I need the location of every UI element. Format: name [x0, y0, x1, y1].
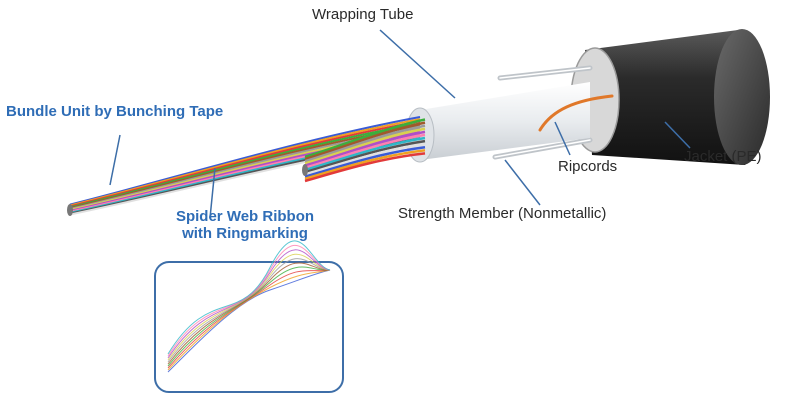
ribbon-fiber-curve	[167, 249, 331, 359]
leader-wrapping-tube	[379, 29, 456, 99]
fiber-strand	[304, 133, 426, 170]
label-spider-web-ribbon: Spider Web Ribbon with Ringmarking	[150, 208, 340, 242]
label-bundle-unit: Bundle Unit by Bunching Tape	[6, 103, 224, 120]
fiber-strand	[69, 116, 421, 206]
label-strength-member: Strength Member (Nonmetallic)	[398, 205, 607, 222]
ribbon-fiber-curve	[167, 269, 331, 373]
fiber-strand	[304, 127, 426, 165]
strength-members	[492, 65, 593, 160]
fiber-strand	[304, 145, 426, 178]
ribbon-fiber-curve	[167, 269, 331, 371]
fiber-strand	[304, 142, 426, 176]
fiber-strand	[69, 120, 421, 208]
ribbon-fiber-curve	[167, 240, 331, 355]
fiber-bundles	[67, 116, 426, 216]
fiber-strand	[304, 121, 426, 161]
label-wrapping-tube: Wrapping Tube	[312, 6, 414, 23]
fiber-strand	[69, 118, 421, 207]
ribbon-fiber-curve	[167, 266, 331, 367]
spider-web-ribbon-inset	[154, 240, 344, 393]
fiber-strand	[304, 139, 426, 174]
leader-bundle-unit	[109, 134, 121, 186]
ripcord	[538, 94, 614, 132]
ribbon-fiber-curve	[167, 258, 331, 363]
leader-ripcords	[554, 121, 571, 156]
bundle-tip	[67, 204, 73, 216]
fiber-strand	[304, 136, 426, 172]
ribbon-fiber-curve	[167, 253, 331, 361]
fiber-strand	[304, 118, 426, 159]
leader-spider-web	[209, 167, 216, 219]
bundle-tip	[302, 164, 308, 176]
label-ripcords: Ripcords	[558, 158, 618, 175]
fiber-strand	[304, 130, 426, 167]
ribbon-fiber-curve	[167, 262, 331, 365]
label-jacket: Jacket (PE)	[684, 148, 762, 165]
leader-lines	[109, 29, 691, 219]
ribbon-fiber-curve	[167, 244, 331, 357]
label-spider-web-line1: Spider Web Ribbon	[175, 208, 315, 225]
fiber-strand	[304, 152, 426, 183]
fiber-strand	[304, 124, 426, 163]
leader-strength-member	[504, 159, 541, 206]
fiber-strand	[304, 149, 426, 181]
ribbon-fiber-curve	[167, 269, 331, 369]
ribbon-sketch	[167, 240, 331, 373]
wrapping-tube	[405, 82, 590, 163]
fiber-strand	[69, 122, 421, 209]
leader-jacket	[664, 121, 691, 149]
label-spider-web-line2: with Ringmarking	[182, 225, 308, 242]
